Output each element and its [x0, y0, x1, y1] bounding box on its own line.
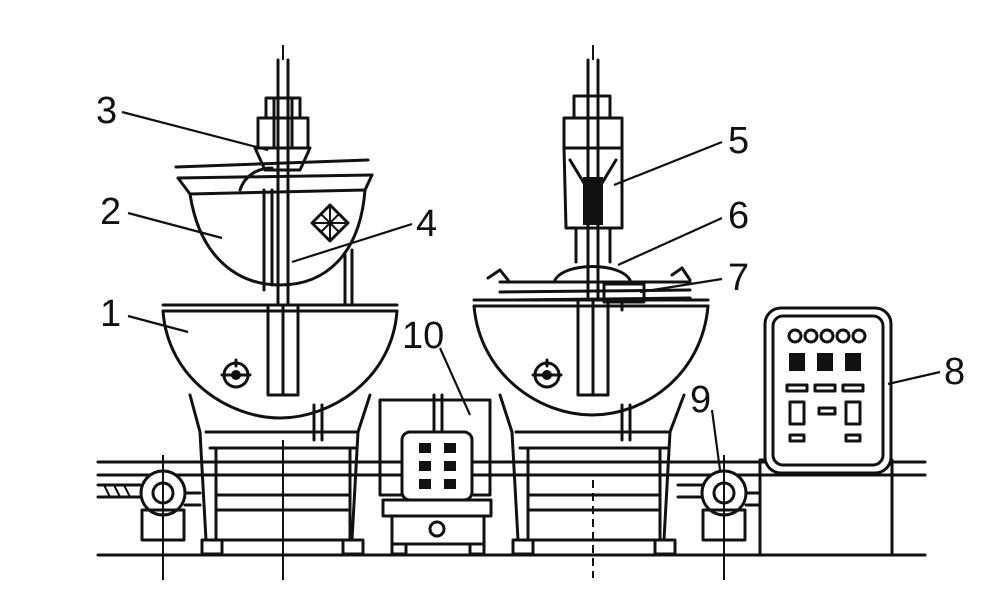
part-labels: 3 2 1 4 5 6 7 8 9 10 — [96, 90, 965, 421]
left-shaft — [266, 45, 300, 580]
control-panel — [758, 306, 894, 557]
lattice-icon — [310, 203, 350, 243]
right-shaft — [576, 45, 610, 578]
label-2: 2 — [100, 191, 121, 233]
indicator-lamp-icon — [787, 328, 803, 344]
gauge-icon — [845, 353, 861, 371]
right-motor — [676, 455, 762, 580]
label-8: 8 — [944, 351, 965, 393]
label-7: 7 — [728, 257, 749, 299]
label-10: 10 — [402, 315, 444, 357]
gauge-icon — [817, 353, 833, 371]
indicator-lamp-icon — [835, 328, 851, 344]
right-drive-housing — [562, 94, 624, 264]
indicator-lamp-icon — [851, 328, 867, 344]
label-9: 9 — [690, 379, 711, 421]
leader-lines — [121, 110, 941, 471]
right-lower-kettle — [472, 298, 710, 417]
left-drive-head — [238, 96, 312, 192]
center-cart — [378, 393, 493, 556]
left-unit — [96, 45, 399, 580]
label-3: 3 — [96, 90, 117, 132]
left-upper-bowl — [174, 158, 374, 307]
gauge-icon — [789, 353, 805, 371]
right-unit — [472, 45, 762, 580]
left-lower-kettle — [161, 303, 399, 420]
label-6: 6 — [728, 195, 749, 237]
right-lid-arm — [486, 265, 692, 312]
left-motor — [96, 455, 202, 580]
label-1: 1 — [100, 293, 121, 335]
indicator-lamp-icon — [819, 328, 835, 344]
label-5: 5 — [728, 120, 749, 162]
indicator-lamp-icon — [803, 328, 819, 344]
label-4: 4 — [416, 203, 437, 245]
